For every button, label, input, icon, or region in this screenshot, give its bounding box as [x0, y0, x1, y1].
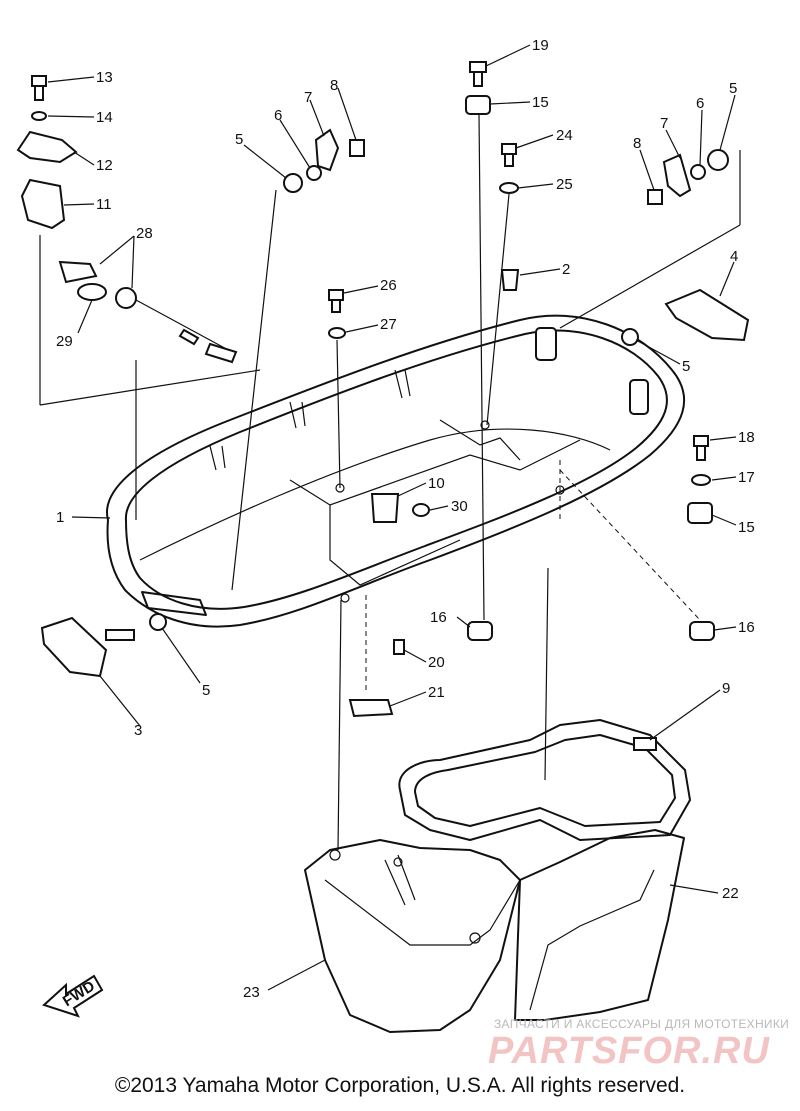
- callout-25: 25: [556, 176, 573, 193]
- hardware-parts: [16, 61, 750, 718]
- callout-16-right: 16: [738, 619, 755, 636]
- callout-17: 17: [738, 469, 755, 486]
- callout-29: 29: [56, 333, 73, 350]
- callout-7-right: 7: [660, 115, 668, 132]
- bottom-cover-22: [514, 829, 685, 1021]
- callout-5-right-mid: 5: [682, 358, 690, 375]
- callout-18: 18: [738, 429, 755, 446]
- callout-10: 10: [428, 475, 445, 492]
- seal-rubber-9: [398, 719, 691, 841]
- callout-5-bottom-left: 5: [202, 682, 210, 699]
- callout-11: 11: [96, 196, 112, 213]
- callout-numbers: 13 14 12 11 28 29 5 6 7 8 19 15 24 25 2 …: [56, 37, 755, 1001]
- callout-6-right: 6: [696, 95, 704, 112]
- callout-6-left: 6: [274, 107, 282, 124]
- watermark-tagline: ЗАПЧАСТИ И АКСЕССУАРЫ ДЛЯ МОТОТЕХНИКИ: [494, 1017, 790, 1031]
- callout-15-right: 15: [738, 519, 755, 536]
- callout-20: 20: [428, 654, 445, 671]
- callout-16-left: 16: [430, 609, 447, 626]
- leader-lines: [47, 44, 737, 991]
- callout-15-top: 15: [532, 94, 549, 111]
- callout-1: 1: [56, 509, 64, 526]
- callout-30: 30: [451, 498, 468, 515]
- forward-direction-arrow: FWD: [42, 974, 104, 1018]
- callout-5-left-top: 5: [235, 131, 243, 148]
- watermark-logo: PARTSFOR.RU: [488, 1030, 770, 1072]
- callout-26: 26: [380, 277, 397, 294]
- callout-27: 27: [380, 316, 397, 333]
- callout-4: 4: [730, 248, 738, 265]
- callout-23: 23: [243, 984, 260, 1001]
- callout-19: 19: [532, 37, 549, 54]
- callout-14: 14: [96, 109, 113, 126]
- callout-22: 22: [722, 885, 739, 902]
- callout-9: 9: [722, 680, 730, 697]
- copyright-notice: ©2013 Yamaha Motor Corporation, U.S.A. A…: [114, 1074, 686, 1097]
- callout-8-left: 8: [330, 77, 338, 94]
- callout-13: 13: [96, 69, 113, 86]
- callout-24: 24: [556, 127, 573, 144]
- callout-2: 2: [562, 261, 570, 278]
- bottom-cowling: [106, 314, 686, 628]
- callout-12: 12: [96, 157, 113, 174]
- callout-5-right-top: 5: [729, 80, 737, 97]
- callout-8-right: 8: [633, 135, 641, 152]
- callout-21: 21: [428, 684, 445, 701]
- callout-7-left: 7: [304, 89, 312, 106]
- callout-3: 3: [134, 722, 142, 739]
- assembly-lines: [39, 113, 741, 851]
- callout-28: 28: [136, 225, 153, 242]
- bottom-cover-23: [304, 839, 521, 1033]
